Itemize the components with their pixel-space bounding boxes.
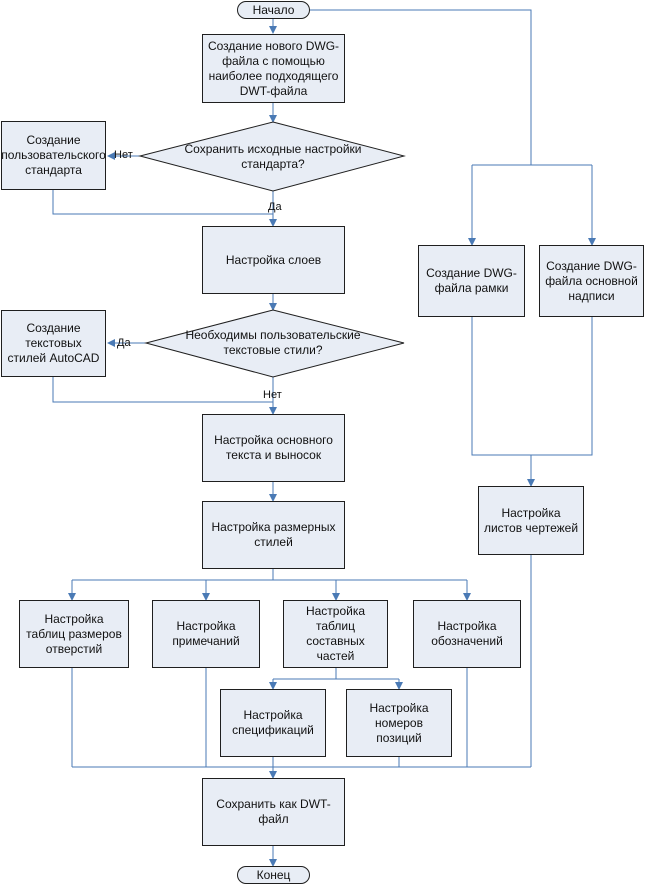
- parts-tables-process: Настройка таблиц составных частей: [283, 600, 388, 668]
- create-text-styles-process: Создание текстовых стилей AutoCAD: [1, 310, 106, 377]
- custom-standard-process: Создание пользовательского стандарта: [1, 121, 106, 190]
- text-leaders-process: Настройка основного текста и выносок: [202, 414, 345, 482]
- dim-styles-process: Настройка размерных стилей: [202, 501, 345, 569]
- sheets-process: Настройка листов чертежей: [478, 486, 584, 555]
- decision-keep-settings-shape: [138, 121, 406, 192]
- start-terminator: Начало: [237, 1, 310, 19]
- end-terminator: Конец: [237, 866, 310, 884]
- create-dwg-process: Создание нового DWG-файла с помощью наиб…: [202, 34, 345, 103]
- balloons-process: Настройка номеров позиций: [346, 689, 452, 757]
- title-block-dwg-process: Создание DWG-файла основной надписи: [539, 245, 644, 317]
- label-no-2: Нет: [263, 389, 282, 401]
- decision-text-styles-shape: [144, 309, 405, 378]
- label-yes-1: Да: [268, 201, 282, 213]
- save-dwt-process: Сохранить как DWT-файл: [202, 778, 345, 846]
- specs-process: Настройка спецификаций: [220, 689, 326, 757]
- symbols-process: Настройка обозначений: [413, 600, 521, 668]
- decision-keep-settings-text: Сохранить исходные настройки стандарта?: [184, 142, 362, 171]
- label-no-1: Нет: [114, 149, 133, 161]
- layers-process: Настройка слоев: [202, 226, 345, 294]
- decision-text-styles-text: Необходимы пользовательские текстовые ст…: [185, 328, 361, 357]
- notes-process: Настройка примечаний: [152, 600, 260, 668]
- hole-tables-process: Настройка таблиц размеров отверстий: [19, 600, 129, 668]
- frame-dwg-process: Создание DWG-файла рамки: [418, 245, 525, 317]
- label-yes-2: Да: [117, 337, 131, 349]
- connectors: [52, 9, 596, 867]
